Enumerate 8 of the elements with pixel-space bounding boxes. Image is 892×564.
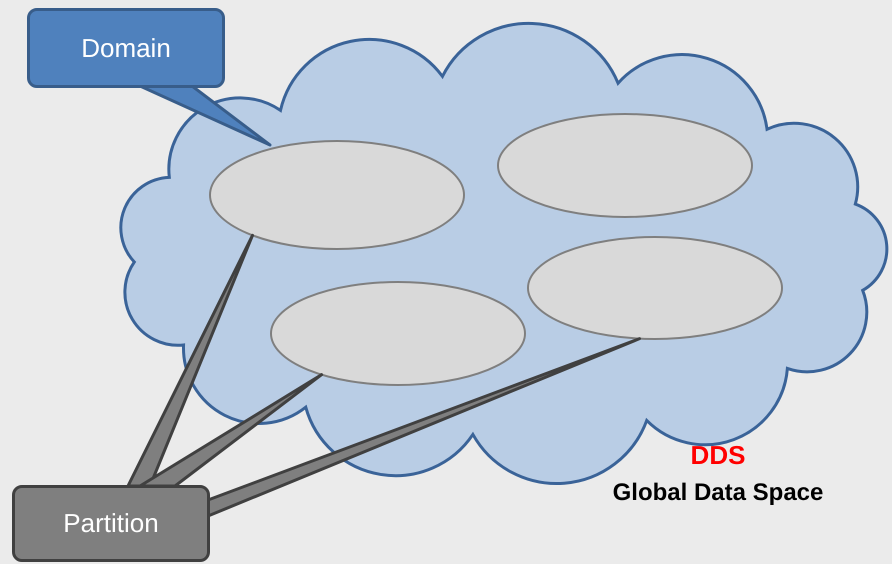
title-text: DDS — [690, 440, 746, 471]
subtitle-text: Global Data Space — [612, 479, 824, 507]
callout-pointer — [138, 373, 324, 488]
callout-text: Domain — [81, 32, 171, 64]
callout-pointer — [126, 234, 254, 488]
callout-text: Partition — [63, 508, 159, 539]
callout-box — [27, 8, 225, 88]
callout-box — [12, 485, 210, 562]
